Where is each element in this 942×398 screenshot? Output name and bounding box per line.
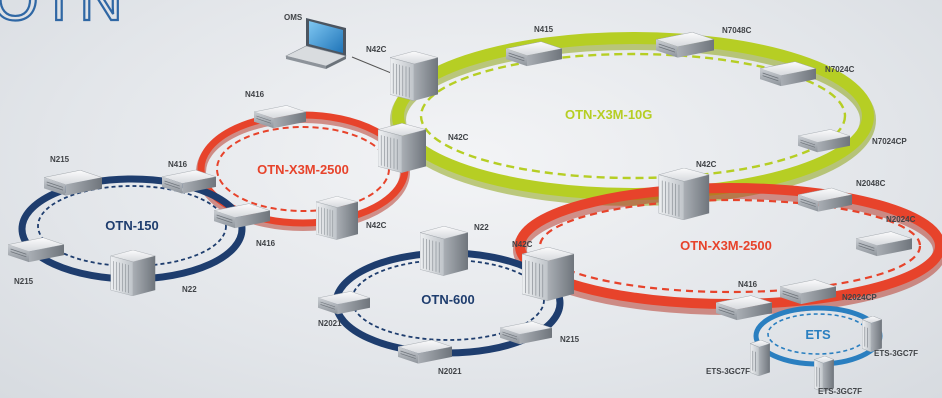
node-label: N2024C — [886, 215, 916, 224]
node-n42c-mid: N42C — [378, 122, 469, 174]
node-n215-600: N215 — [500, 321, 580, 345]
tower-device-icon — [750, 340, 770, 376]
otn-logo: OTN — [0, 0, 125, 33]
node-label: ETS-3GC7F — [874, 349, 918, 358]
node-n416-b: N416 — [214, 203, 276, 248]
rack-device-icon — [522, 246, 574, 302]
node-n7048c: N7048C — [656, 26, 752, 59]
box-device-icon — [8, 237, 64, 263]
node-label: N416 — [256, 239, 276, 248]
node-label: N42C — [366, 221, 387, 230]
node-n22-left: N22 — [110, 250, 197, 296]
node-label: ETS-3GC7F — [706, 367, 750, 376]
node-label: N7024C — [825, 65, 855, 74]
node-n42c-top: N42C — [366, 45, 438, 102]
node-n7024cp: N7024CP — [798, 129, 907, 153]
ring-otn-x3m-10g: OTN-X3M-10G — [390, 32, 876, 206]
node-label: N215 — [560, 335, 580, 344]
ring-ets: ETS — [753, 305, 883, 367]
box-device-icon — [318, 291, 370, 315]
node-label: N2024CP — [842, 293, 877, 302]
node-label: N42C — [512, 240, 533, 249]
node-n416-left: N416 — [245, 90, 306, 129]
rack-device-icon — [110, 250, 156, 296]
node-label: N215 — [50, 155, 70, 164]
rack-device-icon — [420, 226, 468, 276]
node-label: N22 — [474, 223, 489, 232]
node-label: N7024CP — [872, 137, 907, 146]
node-ets-a: ETS-3GC7F — [706, 340, 770, 376]
node-label: N2021 — [438, 367, 462, 376]
node-n2048c: N2048C — [798, 179, 886, 213]
rack-device-icon — [378, 122, 426, 174]
ring-label: OTN-X3M-10G — [565, 107, 652, 122]
rack-device-icon — [316, 196, 358, 240]
node-n415-top: N415 — [506, 25, 562, 67]
node-n2024cp: N2024CP — [780, 279, 877, 305]
ring-label: ETS — [805, 327, 831, 342]
node-n215-a: N215 — [44, 155, 102, 197]
node-n42c-small: N42C — [316, 196, 387, 240]
node-n416-a: N416 — [162, 160, 216, 195]
node-n22-600: N22 — [420, 223, 489, 276]
node-label: N2021 — [318, 319, 342, 328]
laptop-icon — [285, 18, 347, 69]
node-label: N416 — [738, 280, 758, 289]
node-label: N7048C — [722, 26, 752, 35]
node-label: N42C — [448, 133, 469, 142]
node-n416-ets: N416 — [716, 280, 772, 321]
node-label: N2048C — [856, 179, 886, 188]
node-n2024c: N2024C — [856, 215, 916, 257]
ring-label: OTN-600 — [421, 292, 474, 307]
node-label: N415 — [534, 25, 554, 34]
node-n2021-a: N2021 — [318, 291, 370, 328]
node-ets-c: ETS-3GC7F — [814, 356, 862, 396]
node-label: OMS — [284, 13, 303, 22]
node-label: N42C — [366, 45, 387, 54]
oms-link — [351, 56, 397, 76]
node-n2021-b: N2021 — [398, 339, 462, 376]
ring-label: OTN-X3M-2500 — [680, 238, 772, 253]
node-ets-b: ETS-3GC7F — [862, 316, 918, 358]
node-n215-b: N215 — [8, 237, 64, 286]
tower-device-icon — [862, 316, 882, 352]
node-oms: OMS — [284, 13, 347, 69]
rack-device-icon — [658, 168, 710, 220]
ring-label: OTN-X3M-2500 — [257, 162, 349, 177]
node-label: N42C — [696, 160, 717, 169]
node-label: N416 — [245, 90, 265, 99]
ring-label: OTN-150 — [105, 218, 158, 233]
box-device-icon — [398, 339, 452, 365]
node-label: N416 — [168, 160, 188, 169]
node-n42c-right: N42C — [658, 160, 717, 220]
node-n7024c: N7024C — [760, 61, 855, 87]
node-n42c-600: N42C — [512, 240, 574, 302]
rack-device-icon — [390, 50, 438, 102]
box-device-icon — [856, 231, 912, 257]
node-label: ETS-3GC7F — [818, 387, 862, 396]
node-label: N215 — [14, 277, 34, 286]
node-label: N22 — [182, 285, 197, 294]
